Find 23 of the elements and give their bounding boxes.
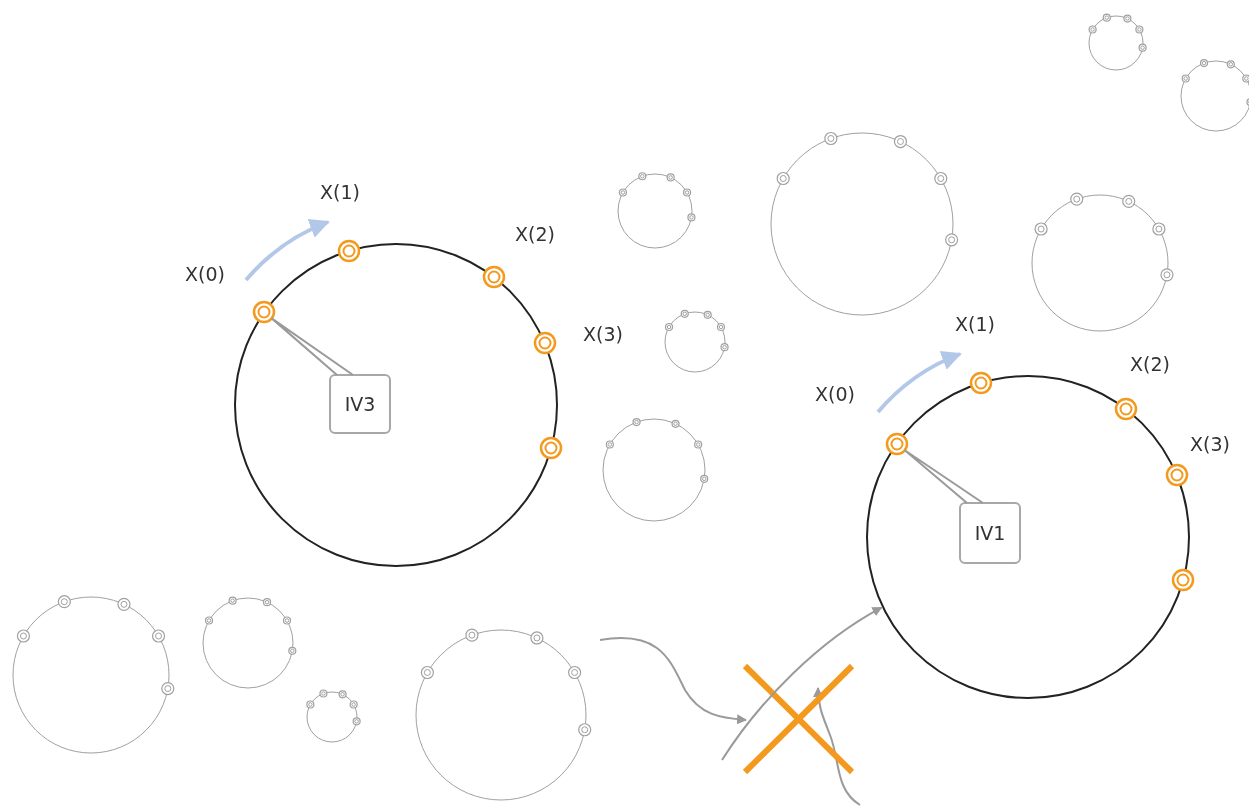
point-marker: [883, 430, 911, 458]
point-marker: [1163, 461, 1191, 489]
arrow: [721, 606, 883, 761]
point-marker: [1169, 566, 1197, 594]
variable-label: X(3): [583, 323, 623, 345]
point-marker: [335, 237, 363, 265]
variable-label: X(0): [185, 263, 225, 285]
leader-line: [270, 317, 354, 376]
callout-box: IV3: [329, 374, 391, 434]
point-marker: [250, 298, 278, 326]
variable-label: X(3): [1190, 433, 1230, 455]
point-marker: [967, 369, 995, 397]
point-marker: [537, 434, 565, 462]
point-marker: [1112, 395, 1140, 423]
leader-line: [903, 449, 984, 504]
callout-box: IV1: [959, 502, 1021, 564]
variable-label: X(1): [955, 313, 995, 335]
variable-label: X(0): [815, 383, 855, 405]
point-marker: [480, 263, 508, 291]
variable-label: X(2): [1130, 353, 1170, 375]
point-marker: [531, 329, 559, 357]
variable-label: X(1): [320, 181, 360, 203]
variable-label: X(2): [515, 223, 555, 245]
